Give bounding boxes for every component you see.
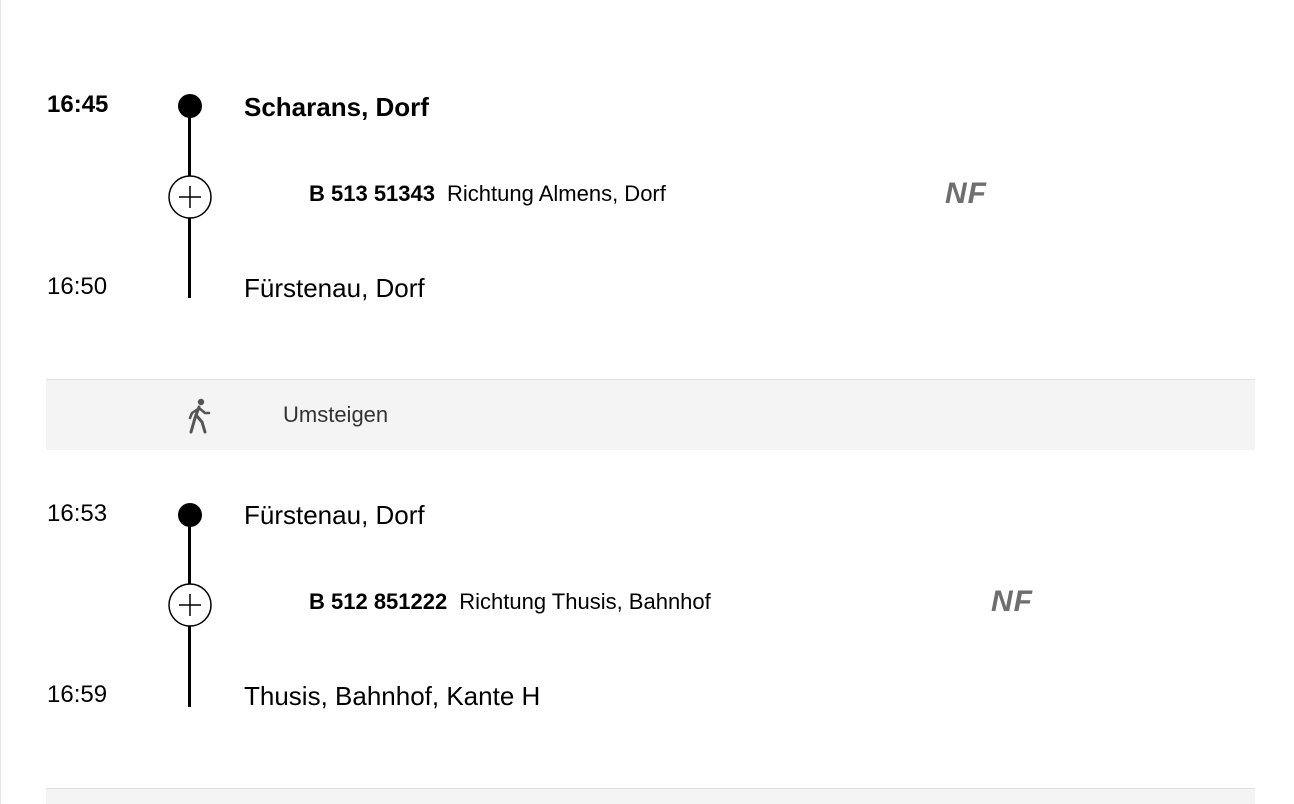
departure-time: 16:53 xyxy=(47,500,108,527)
next-section xyxy=(46,788,1255,804)
service-code: B 513 51343 xyxy=(309,181,435,206)
arrival-time: 16:50 xyxy=(47,273,108,300)
transfer-label: Umsteigen xyxy=(283,402,389,427)
departure-stop: Scharans, Dorf xyxy=(244,92,429,122)
transfer-row: Umsteigen xyxy=(46,379,1255,450)
service-direction: Richtung Thusis, Bahnhof xyxy=(459,589,711,614)
arrival-stop: Fürstenau, Dorf xyxy=(244,273,425,303)
low-floor-badge: NF xyxy=(945,177,987,210)
service-direction: Richtung Almens, Dorf xyxy=(447,181,666,206)
arrival-time: 16:59 xyxy=(47,681,108,708)
arrival-stop: Thusis, Bahnhof, Kante H xyxy=(244,681,541,711)
expand-stops-plus-icon[interactable] xyxy=(168,583,212,627)
low-floor-badge: NF xyxy=(991,585,1033,618)
service-code: B 512 851222 xyxy=(309,589,448,614)
departure-stop: Fürstenau, Dorf xyxy=(244,500,425,530)
departure-time: 16:45 xyxy=(47,91,109,118)
walking-person-icon xyxy=(188,398,211,434)
departure-stop-dot xyxy=(178,503,202,527)
service-info: B 512 851222 Richtung Thusis, Bahnhof xyxy=(309,589,711,615)
service-info: B 513 51343 Richtung Almens, Dorf xyxy=(309,181,666,207)
expand-stops-plus-icon[interactable] xyxy=(168,175,212,219)
departure-stop-dot xyxy=(178,94,202,118)
